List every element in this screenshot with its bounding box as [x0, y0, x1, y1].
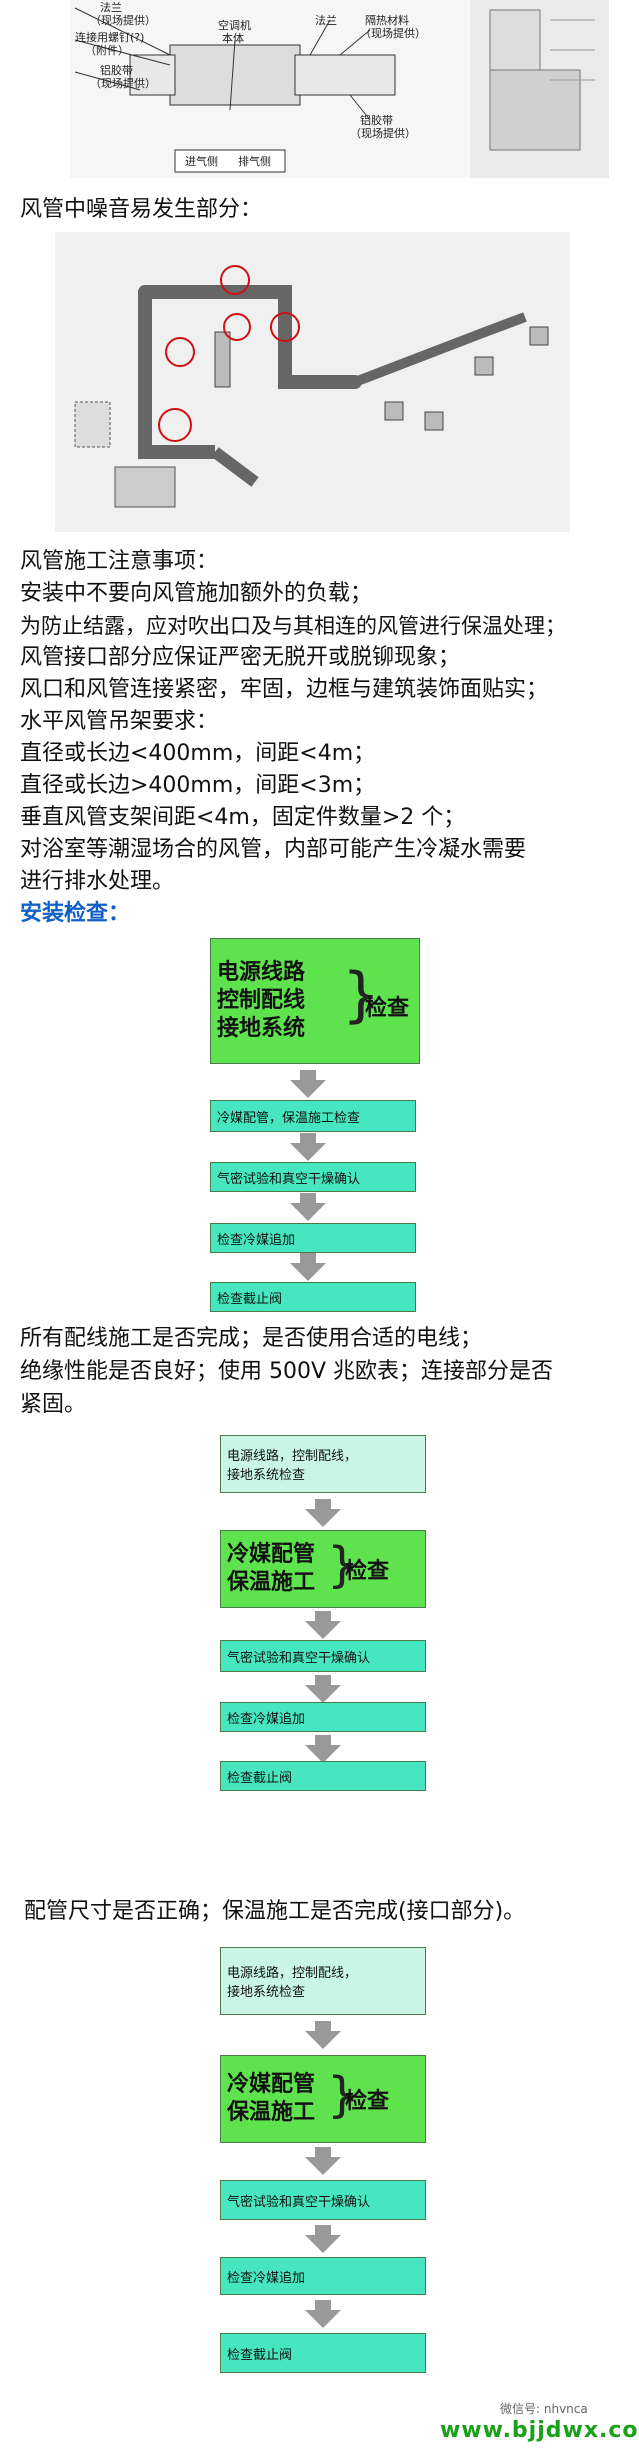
flow3-step-3: 检查截止阀	[220, 2333, 426, 2373]
flowchart-2: 电源线路，控制配线， 接地系统检查 冷媒配管 保温施工 } 检查 气密试验和真空…	[0, 1425, 639, 1825]
note-line-5: 水平风管吊架要求：	[20, 709, 219, 734]
flow3-top-line-2: 接地系统检查	[227, 1985, 306, 2000]
note-line-6: 直径或长边<400mm，间距<4m；	[20, 741, 376, 766]
flow1-step-1: 冷媒配管，保温施工检查	[210, 1100, 416, 1132]
label-flange-left: 法兰	[100, 1, 122, 14]
wechat-watermark: 微信号: nhvnca	[500, 2402, 588, 2416]
label-flange-right: 法兰	[315, 14, 337, 27]
flow1-step-2: 气密试验和真空干燥确认	[210, 1162, 416, 1192]
flow2-top-box: 电源线路，控制配线， 接地系统检查	[220, 1435, 426, 1493]
label-accessory: （附件）	[85, 44, 129, 57]
flow1-arrows	[290, 1070, 326, 1281]
noise-heading: 风管中噪音易发生部分：	[20, 197, 263, 222]
note-line-7: 直径或长边>400mm，间距<3m；	[20, 773, 376, 798]
duct-3d-photo	[470, 0, 609, 178]
flow2-top-line-2: 接地系统检查	[227, 1468, 306, 1483]
text3: 配管尺寸是否正确；保温施工是否完成(接口部分)。	[24, 1899, 526, 1924]
flow2-main-line-2: 保温施工	[227, 1570, 316, 1595]
label-exhaust-side: 排气侧	[238, 155, 271, 168]
duct-system-drawing	[74, 265, 549, 508]
label-insulation: 隔热材料	[365, 14, 409, 27]
note-line-9: 对浴室等潮湿场合的风管，内部可能产生冷凝水需要	[20, 837, 527, 862]
note-line-10: 进行排水处理。	[20, 869, 175, 894]
label-unit: 空调机	[218, 19, 251, 32]
text2-line-2: 绝缘性能是否良好；使用 500V 兆欧表；连接部分是否	[20, 1359, 554, 1384]
flow1-brace: }	[342, 960, 381, 1030]
flow1-main-line-3: 接地系统	[217, 1016, 306, 1041]
flow1-main-line-1: 电源线路	[217, 960, 306, 985]
label-site-provided-4: （现场提供）	[350, 127, 416, 140]
flowchart-1: 电源线路 控制配线 接地系统 } 检查 冷媒配管，保温施工检查 气密试验和真空干…	[0, 930, 639, 1400]
text2-line-1: 所有配线施工是否完成；是否使用合适的电线；	[20, 1326, 483, 1351]
flow2-step-1: 气密试验和真空干燥确认	[220, 1640, 426, 1672]
flow1-step-3: 检查冷媒追加	[210, 1223, 416, 1253]
flow3-main-line-1: 冷媒配管	[227, 2072, 316, 2097]
duct-system-diagram	[55, 232, 570, 532]
site-brand: www.bjjdwx.com	[440, 2418, 639, 2443]
label-screw: 连接用螺钉(?)	[75, 31, 145, 44]
flow3-top-box: 电源线路，控制配线， 接地系统检查	[220, 1947, 426, 2015]
note-line-3: 风管接口部分应保证严密无脱开或脱铆现象；	[20, 645, 461, 670]
flow2-step-3: 检查截止阀	[220, 1761, 426, 1791]
flow2-top-line-1: 电源线路，控制配线，	[227, 1449, 358, 1464]
label-tape-right: 铝胶带	[360, 114, 393, 127]
label-site-provided-3: （现场提供）	[360, 27, 426, 40]
flow2-brace: }	[327, 1537, 358, 1593]
flow1-main-line-2: 控制配线	[217, 988, 306, 1013]
flow2-step-2: 检查冷媒追加	[220, 1702, 426, 1732]
label-intake-side: 进气侧	[185, 155, 218, 168]
note-line-2: 为防止结露，应对吹出口及与其相连的风管进行保温处理；	[20, 614, 566, 638]
text2-line-3: 紧固。	[20, 1392, 87, 1417]
note-line-1: 安装中不要向风管施加额外的负载；	[20, 581, 373, 606]
flow1-step-4: 检查截止阀	[210, 1282, 416, 1312]
flow2-main-box: 冷媒配管 保温施工	[220, 1530, 426, 1608]
label-site-provided-1: （现场提供）	[90, 14, 156, 27]
flow3-main-line-2: 保温施工	[227, 2100, 316, 2125]
notes-heading: 风管施工注意事项：	[20, 549, 219, 574]
duct-connection-drawing	[74, 7, 396, 173]
flow3-step-1: 气密试验和真空干燥确认	[220, 2180, 426, 2220]
flow3-brace: }	[327, 2067, 358, 2123]
duct-connection-diagram: 法兰 （现场提供） 连接用螺钉(?) （附件） 铝胶带 （现场提供） 空调机 本…	[70, 0, 470, 178]
note-line-8: 垂直风管支架间距<4m，固定件数量>2 个；	[20, 805, 466, 830]
label-tape-left: 铝胶带	[100, 64, 133, 77]
flow1-main-box: 电源线路 控制配线 接地系统	[210, 938, 420, 1064]
flow2-check-label: 检查	[345, 1559, 390, 1584]
install-check-heading: 安装检查：	[20, 901, 131, 926]
flow2-arrows	[305, 1499, 341, 1763]
flowchart-3: 电源线路，控制配线， 接地系统检查 冷媒配管 保温施工 } 检查 气密试验和真空…	[0, 1935, 639, 2455]
flow3-check-label: 检查	[345, 2089, 390, 2114]
note-line-4: 风口和风管连接紧密，牢固，边框与建筑装饰面贴实；	[20, 677, 549, 702]
flow3-arrows	[305, 2021, 341, 2328]
flow3-step-2: 检查冷媒追加	[220, 2257, 426, 2295]
flow3-main-box: 冷媒配管 保温施工	[220, 2055, 426, 2143]
label-site-provided-2: （现场提供）	[90, 77, 156, 90]
flow2-main-line-1: 冷媒配管	[227, 1542, 316, 1567]
flow3-top-line-1: 电源线路，控制配线，	[227, 1966, 358, 1981]
flow1-check-label: 检查	[365, 996, 410, 1021]
label-body: 本体	[222, 32, 244, 45]
